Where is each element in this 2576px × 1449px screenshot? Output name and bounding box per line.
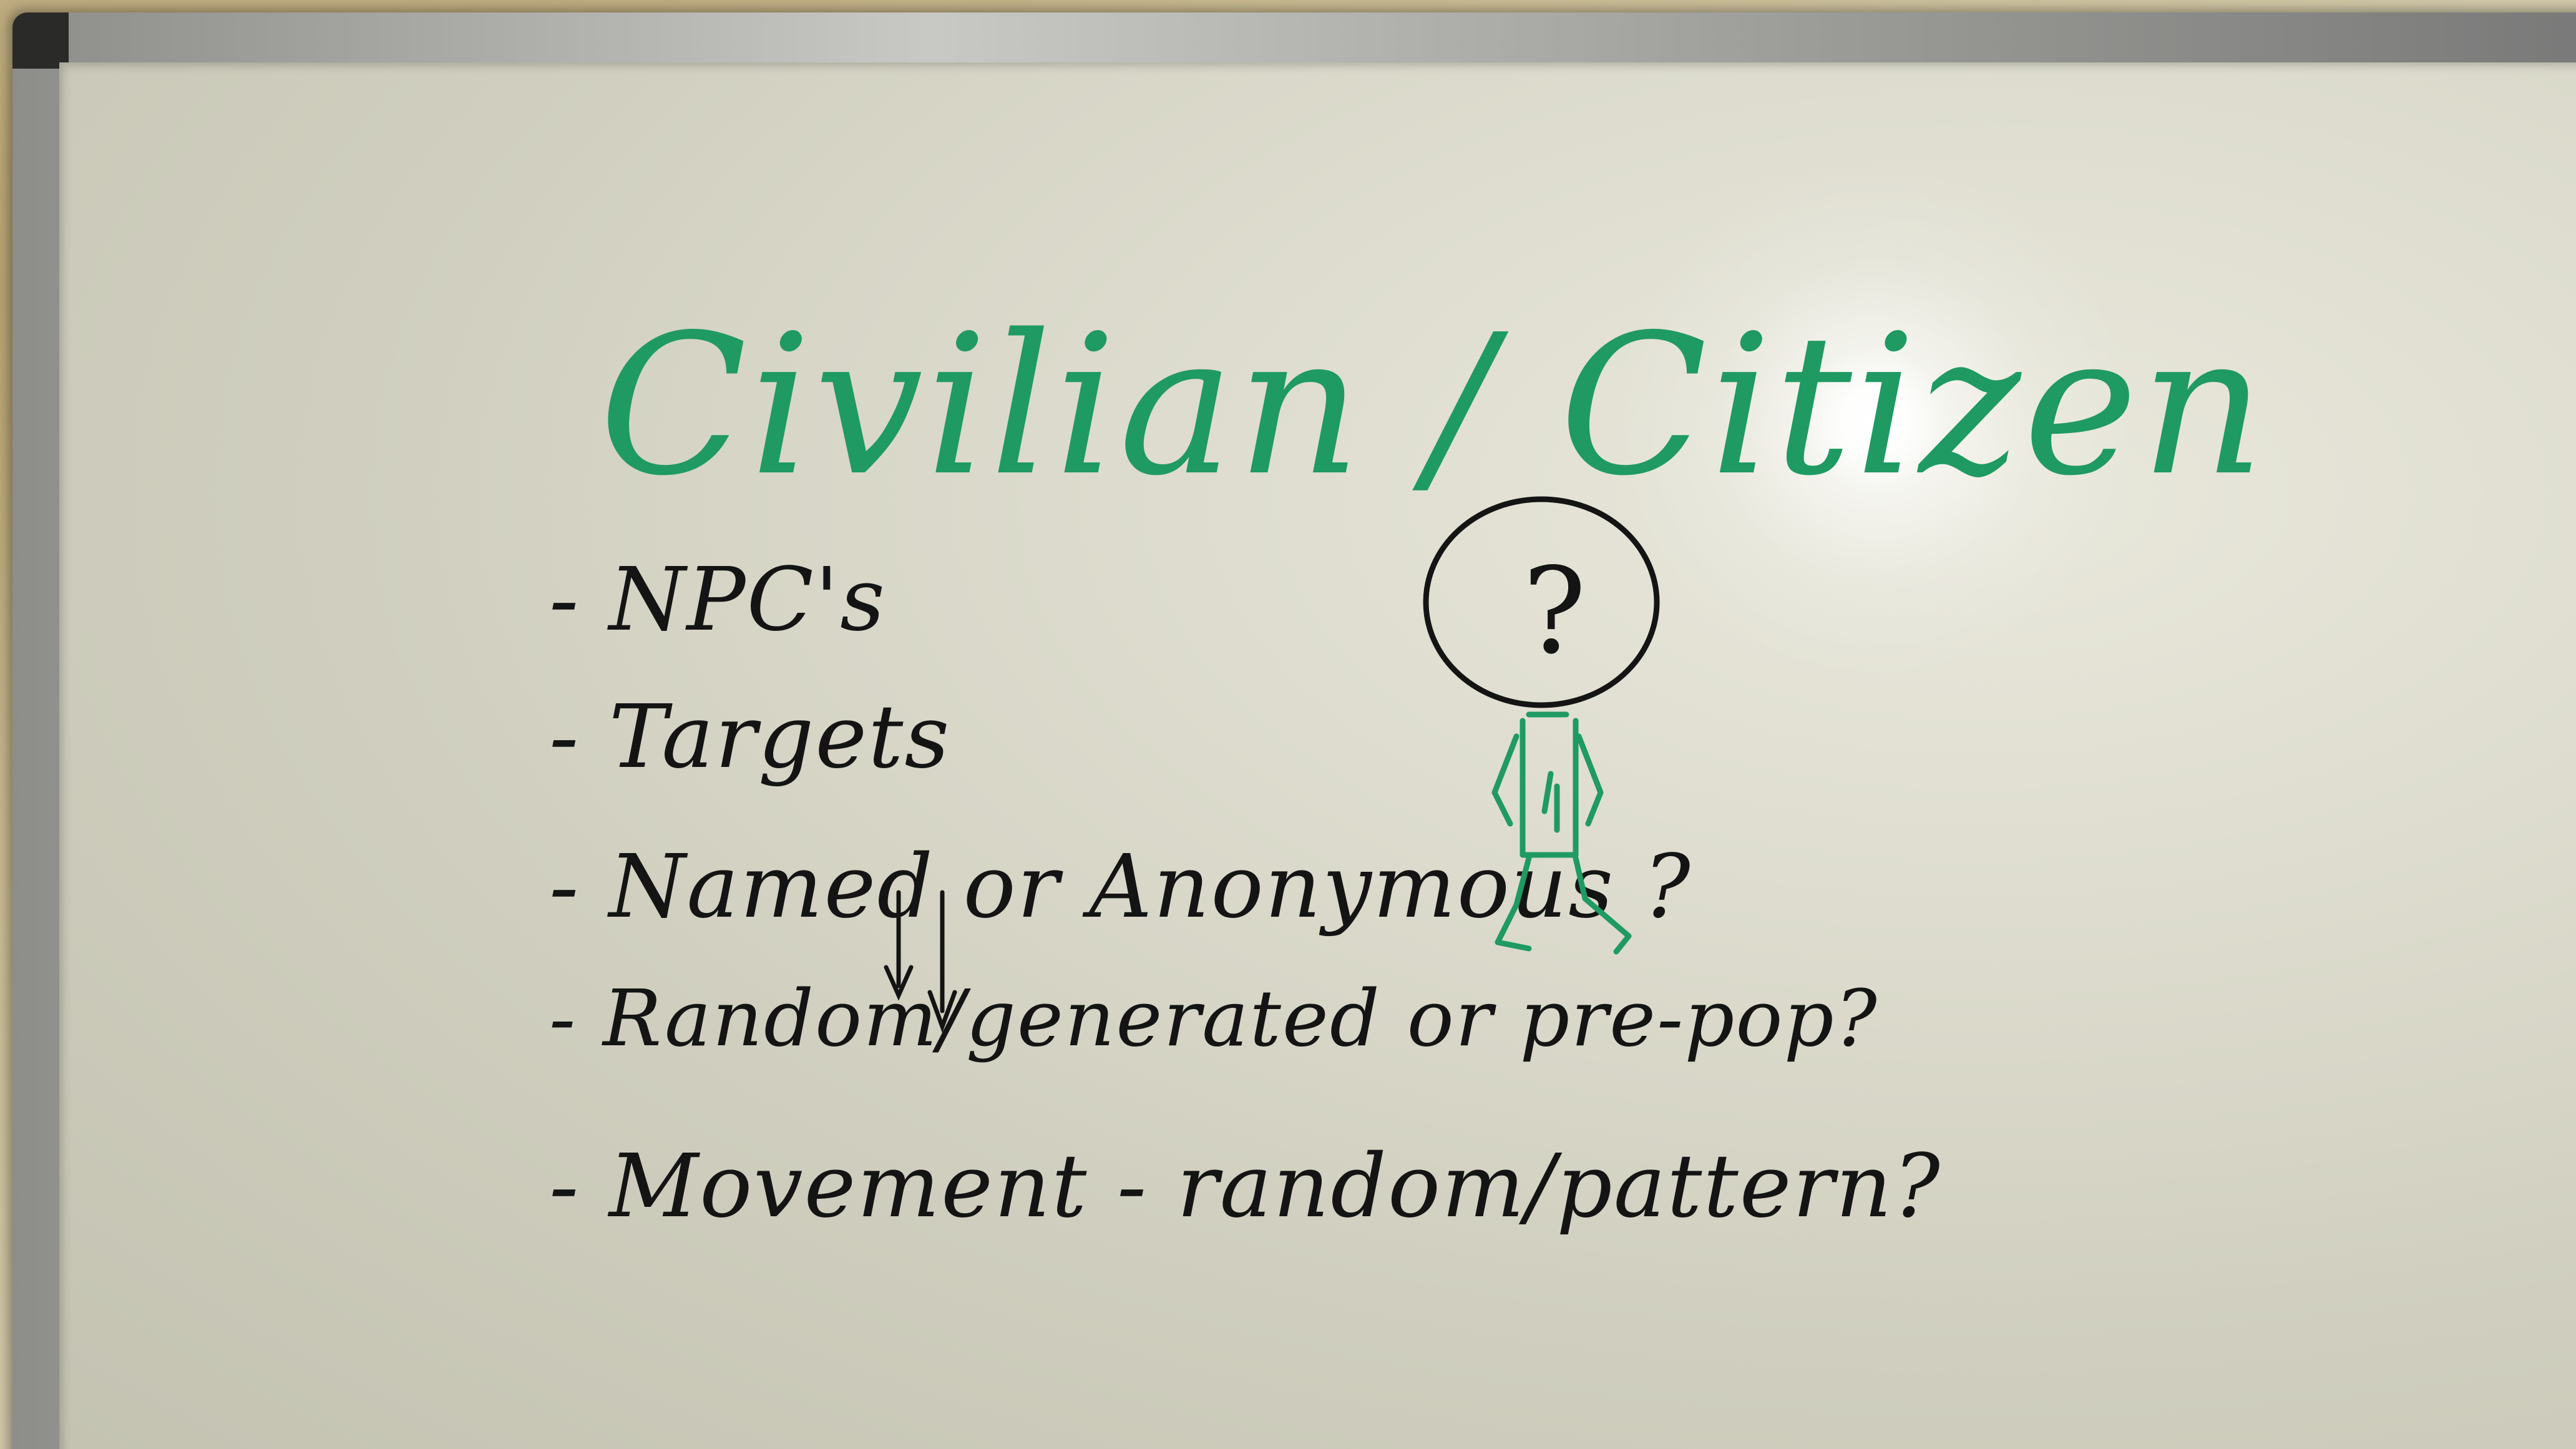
bullet-named-anonymous: - Named or Anonymous ? xyxy=(549,836,1692,938)
stick-figure-drawing: ? xyxy=(1423,496,1660,955)
double-arrow-icon xyxy=(884,890,957,1033)
figure-question-mark: ? xyxy=(1523,542,1586,680)
bullet-npcs: - NPC's xyxy=(549,549,886,651)
whiteboard-surface xyxy=(59,62,2576,1449)
frame-corner-cap xyxy=(12,12,69,69)
bullet-targets: - Targets xyxy=(549,686,951,788)
bullet-random-generated: - Random/generated or pre-pop? xyxy=(549,973,1878,1064)
board-title: Civilian / Citizen xyxy=(599,293,2268,519)
bullet-movement: - Movement - random/pattern? xyxy=(549,1136,1941,1237)
